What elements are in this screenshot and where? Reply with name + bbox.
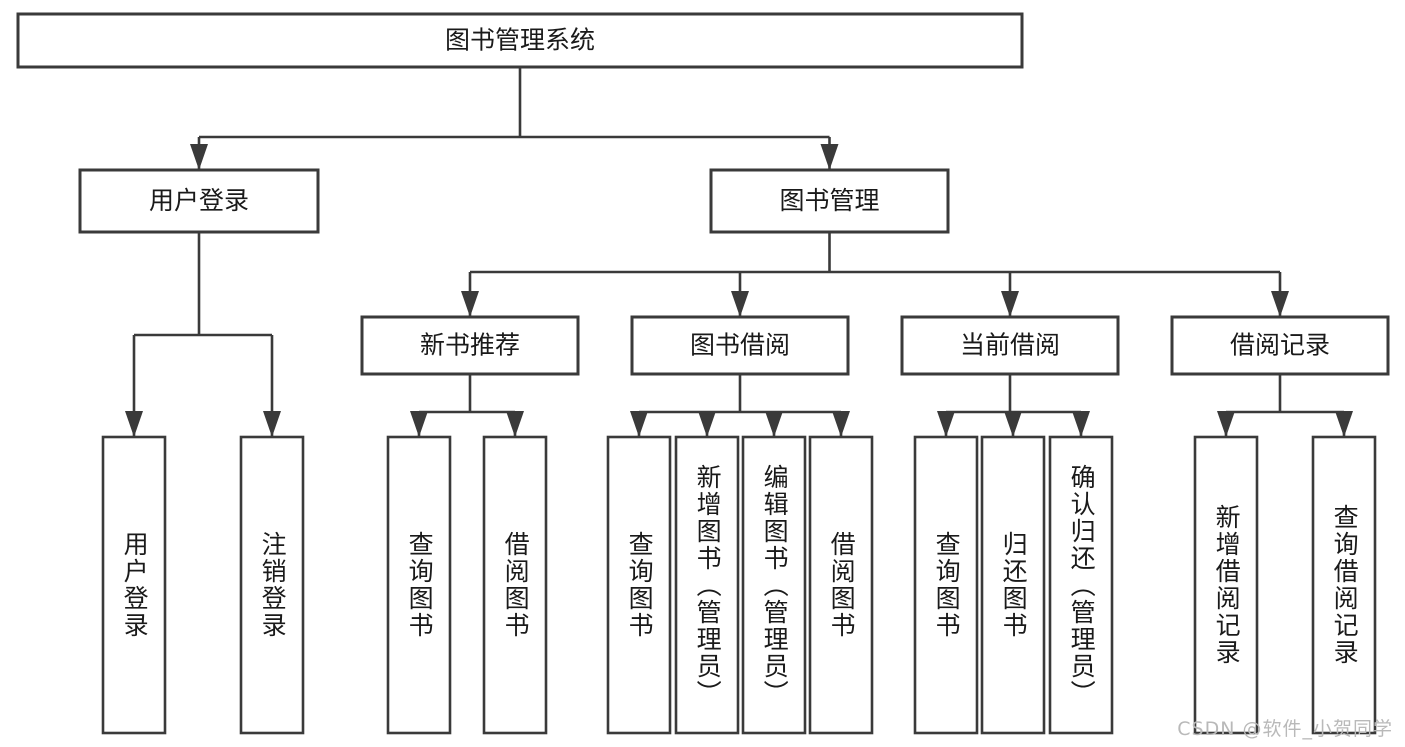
arrow-head-icon-leaf-add-borrow-record [1217,411,1235,437]
node-box-leaf-borrow-book-recommend[interactable] [482,435,548,735]
node-box-leaf-confirm-return-admin[interactable] [1048,435,1114,735]
arrow-head-icon-leaf-query-book-current [937,411,955,437]
node-label-book-manage: 图书管理 [779,186,879,215]
node-label-borrow-record: 借阅记录 [1230,331,1330,360]
node-box-leaf-add-book-admin[interactable] [674,435,740,735]
node-label-user-login: 用户登录 [149,186,249,215]
node-box-new-book-recommend[interactable] [360,315,580,376]
node-label-root: 图书管理系统 [445,26,595,55]
arrow-head-icon-leaf-query-borrow-record [1335,411,1353,437]
arrow-head-icon-leaf-user-login [125,411,143,437]
node-box-root[interactable] [16,12,1024,69]
node-label-new-book-recommend: 新书推荐 [420,331,520,360]
arrow-head-icon-current-borrow [1001,291,1019,317]
arrow-head-icon-leaf-return-book [1004,411,1022,437]
arrow-head-icon-new-book-recommend [461,291,479,317]
node-box-leaf-user-logout[interactable] [239,435,305,735]
node-label-current-borrow: 当前借阅 [960,331,1060,360]
arrow-head-icon-leaf-user-logout [263,411,281,437]
node-box-leaf-query-book-borrow[interactable] [606,435,672,735]
node-box-book-borrow[interactable] [630,315,850,376]
node-box-leaf-query-borrow-record[interactable] [1311,435,1377,735]
node-box-leaf-query-book-recommend[interactable] [386,435,452,735]
arrow-head-icon-leaf-query-book-borrow [630,411,648,437]
arrow-head-icon-leaf-confirm-return-admin [1072,411,1090,437]
arrow-head-icon-book-borrow [731,291,749,317]
arrow-head-icon-book-manage [820,144,839,170]
node-box-leaf-borrow-book[interactable] [808,435,874,735]
arrow-head-icon-borrow-record [1271,291,1289,317]
arrow-head-icon-leaf-edit-book-admin [765,411,783,437]
node-box-current-borrow[interactable] [900,315,1120,376]
node-box-layer [16,12,1390,735]
node-box-user-login[interactable] [78,168,320,234]
node-label-book-borrow: 图书借阅 [690,331,790,360]
arrow-head-icon-leaf-query-book-recommend [410,411,428,437]
connector-layer [125,67,1353,437]
node-box-leaf-add-borrow-record[interactable] [1193,435,1259,735]
node-box-leaf-edit-book-admin[interactable] [741,435,807,735]
node-box-leaf-user-login[interactable] [101,435,167,735]
arrow-head-icon-leaf-borrow-book [832,411,850,437]
node-box-book-manage[interactable] [709,168,950,234]
arrow-head-icon-user-login [190,144,208,170]
node-box-borrow-record[interactable] [1170,315,1390,376]
watermark-text: CSDN @软件_小贺同学 [1177,718,1393,740]
node-box-leaf-return-book[interactable] [980,435,1046,735]
node-box-leaf-query-book-current[interactable] [913,435,979,735]
arrow-head-icon-leaf-borrow-book-recommend [506,411,524,437]
arrow-head-icon-leaf-add-book-admin [698,411,716,437]
